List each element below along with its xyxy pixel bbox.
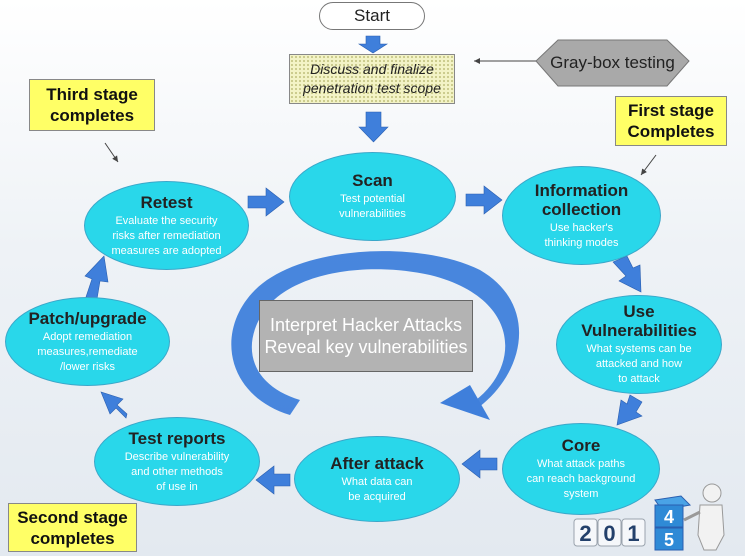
year-cube: 4 5 xyxy=(654,495,692,551)
svg-text:0: 0 xyxy=(603,521,615,546)
arrow-core-to-after xyxy=(461,449,498,479)
svg-text:5: 5 xyxy=(664,530,674,550)
scope-box: Discuss and finalize penetration test sc… xyxy=(289,54,455,104)
arrow-retest-to-scan xyxy=(247,187,285,217)
node-patch-upgrade: Patch/upgrade Adopt remediation measures… xyxy=(5,297,170,386)
pointer-first-stage xyxy=(640,154,657,176)
node-information-collection: Information collection Use hacker's thin… xyxy=(502,166,661,265)
year-digit-0: 0 xyxy=(597,518,622,547)
arrow-scope-to-scan xyxy=(358,111,389,143)
cycle-swirl-arrow xyxy=(231,251,520,415)
year-digit-1: 1 xyxy=(621,518,646,547)
arrow-start-to-scope xyxy=(357,35,389,54)
start-label: Start xyxy=(354,6,390,25)
start-terminal: Start xyxy=(319,2,425,30)
node-retest: Retest Evaluate the security risks after… xyxy=(84,181,249,270)
node-scan: Scan Test potential vulnerabilities xyxy=(289,152,456,241)
arrow-after-to-reports xyxy=(255,465,291,495)
svg-text:2: 2 xyxy=(579,521,591,546)
year-badge: 2 0 1 4 5 xyxy=(573,483,725,551)
node-test-reports: Test reports Describe vulnerability and … xyxy=(94,417,260,506)
arrow-use-to-core xyxy=(616,394,643,426)
svg-text:4: 4 xyxy=(664,507,674,527)
arrow-reports-to-patch xyxy=(100,391,128,419)
node-core: Core What attack paths can reach backgro… xyxy=(502,423,660,515)
arrow-info-to-use xyxy=(612,255,642,293)
svg-text:1: 1 xyxy=(627,521,639,546)
year-digit-2: 2 xyxy=(573,518,598,547)
arrow-scan-to-info xyxy=(465,185,503,215)
node-after-attack: After attack What data can be acquired xyxy=(294,436,460,522)
year-badge-figure xyxy=(683,483,725,551)
gray-box-label: Gray-box testing xyxy=(550,53,675,72)
central-summary-box: Interpret Hacker Attacks Reveal key vuln… xyxy=(259,300,473,372)
arrow-patch-to-retest xyxy=(84,255,109,300)
cycle-swirl-arrowhead xyxy=(440,385,490,420)
node-use-vulnerabilities: Use Vulnerabilities What systems can be … xyxy=(556,295,722,394)
pointer-third-stage xyxy=(104,142,119,163)
